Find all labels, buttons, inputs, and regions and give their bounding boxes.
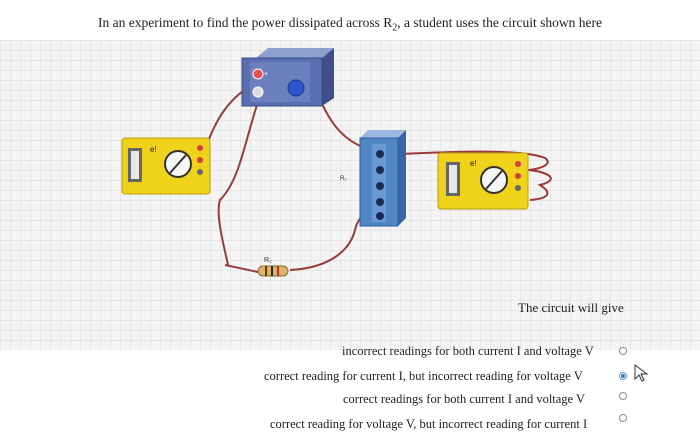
question-text: In an experiment to find the power dissi… [0, 0, 700, 34]
battery-plus-label: + [264, 71, 268, 78]
prompt-text: The circuit will give [518, 300, 624, 315]
mouse-cursor-icon [634, 364, 649, 382]
option-4-label[interactable]: correct reading for voltage V, but incor… [270, 417, 588, 431]
option-2-radio[interactable] [619, 372, 627, 380]
resistor1-label: R₁ [264, 257, 272, 264]
wire-resistor1-left [224, 264, 259, 273]
left-meter: e! [121, 137, 211, 195]
option-4-radio[interactable] [619, 414, 627, 422]
question-subscript: 2 [392, 22, 398, 34]
circuit-diagram: + e! R₂ [121, 48, 552, 277]
wire-battery-to-resistor1 [217, 101, 259, 266]
right-meter: e! [437, 152, 529, 210]
question-prefix: In an experiment to find the power dissi… [97, 15, 393, 30]
circuit-figure: + e! R₂ [0, 40, 700, 350]
wire-board-to-right-meter [379, 150, 552, 201]
battery: + [241, 48, 334, 107]
resistor1: R₁ [257, 257, 289, 277]
resistor2-label: R₂ [340, 176, 347, 182]
option-3-label[interactable]: correct readings for both current I and … [343, 392, 586, 406]
question-suffix: , a student uses the circuit shown here [397, 15, 602, 30]
resistor-board: R₂ [340, 130, 406, 227]
right-meter-label: e! [470, 159, 477, 168]
option-2-label[interactable]: correct reading for current I, but incor… [264, 369, 583, 383]
left-meter-label: e! [150, 145, 157, 154]
option-1-radio[interactable] [619, 347, 627, 355]
option-3-radio[interactable] [619, 392, 627, 400]
option-1-label[interactable]: incorrect readings for both current I an… [342, 344, 594, 358]
